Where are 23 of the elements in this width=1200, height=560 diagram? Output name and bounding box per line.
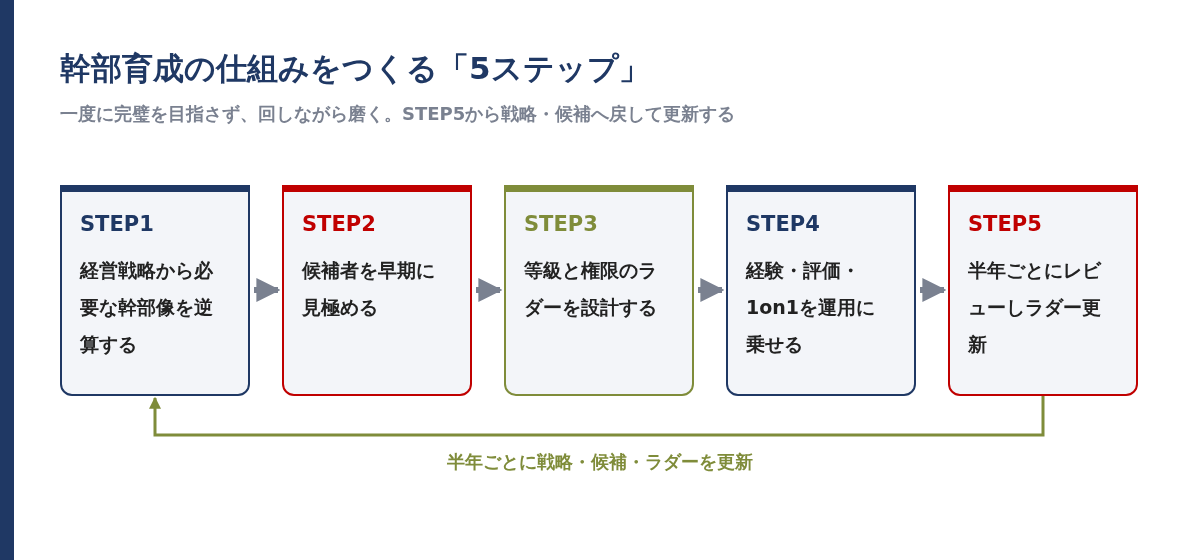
step-card — [60, 185, 250, 396]
feedback-arrow — [149, 396, 1045, 437]
step-description: 経営戦略から必要な幹部像を逆算する — [80, 258, 214, 357]
step-heading: STEP4 — [746, 212, 821, 236]
step-description: 経験・評価・1on1を運用に乗せる — [746, 258, 877, 357]
arrow — [920, 278, 947, 302]
title: 幹部育成の仕組みをつくる「5ステップ」 — [60, 49, 650, 88]
subtitle: 一度に完璧を目指さず、回しながら磨く。STEP5から戦略・候補へ戻して更新する — [60, 102, 736, 126]
arrow — [254, 278, 281, 302]
step-card — [726, 185, 916, 396]
step-description: 等級と権限のラダーを設計する — [524, 258, 658, 320]
step-card — [948, 185, 1138, 396]
arrow — [476, 278, 503, 302]
step-card — [282, 185, 472, 396]
arrow — [698, 278, 725, 302]
step-description: 半年ごとにレビューしラダー更新 — [968, 258, 1103, 357]
side-bar — [0, 0, 14, 560]
step-heading: STEP3 — [524, 212, 599, 236]
step-description: 候補者を早期に見極める — [302, 258, 436, 320]
step-heading: STEP1 — [80, 212, 155, 236]
step-heading: STEP5 — [968, 212, 1043, 236]
step-card — [504, 185, 694, 396]
step-heading: STEP2 — [302, 212, 377, 236]
